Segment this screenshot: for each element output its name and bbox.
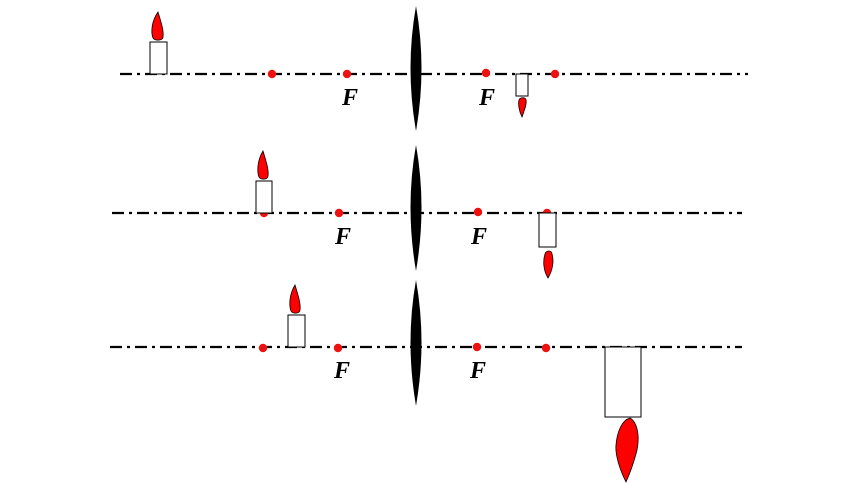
flame-icon [543,250,554,279]
double-focus-point-right [541,343,551,353]
object-candle [149,11,168,75]
flame-icon [151,11,164,41]
flame-icon [289,284,301,314]
row-3: F F [110,280,742,483]
focus-point-left [342,69,352,79]
candle-body [604,346,642,418]
flame-icon [518,97,527,119]
flame-icon [615,417,639,483]
candle-body [255,180,273,214]
focus-label-left: F [334,224,351,250]
convex-lens [410,145,422,271]
focus-point-left [334,208,344,218]
candle-body [149,41,168,75]
focus-label-right: F [469,358,486,384]
double-focus-point-left [267,69,277,79]
focus-label-left: F [341,85,358,111]
row-2: F F [112,145,742,279]
focus-point-right [472,342,482,352]
double-focus-point-right [550,69,560,79]
focus-label-left: F [333,358,350,384]
candle-body [287,314,306,348]
image-candle [538,212,557,279]
flame-icon [257,150,269,180]
focus-label-right: F [478,85,495,111]
focus-label-right: F [470,224,487,250]
image-candle [515,73,529,119]
convex-lens [410,280,422,406]
candle-body [515,73,529,97]
image-candle [604,346,642,483]
focus-point-left [333,343,343,353]
object-candle [287,284,306,348]
convex-lens [410,6,422,131]
object-candle [255,150,273,214]
row-1: F F [120,6,748,131]
candle-body [538,212,557,248]
focus-point-right [473,207,483,217]
double-focus-point-left [258,343,268,353]
focus-point-right [481,68,491,78]
